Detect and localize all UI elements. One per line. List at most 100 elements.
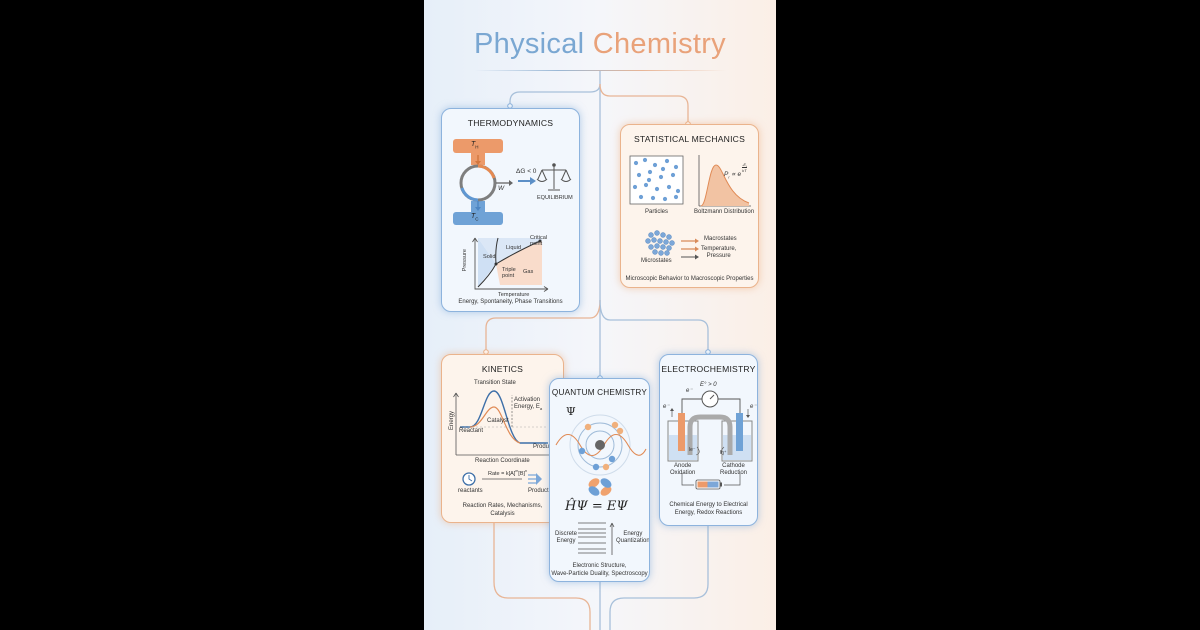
liquid-region [478,238,542,264]
gas-label: Gas [523,269,534,275]
kinetics-card: KINETICS Transition State Energy Activat… [441,354,564,523]
particle-dot [654,186,660,192]
microstate-dot [658,250,664,256]
particle-dot [632,184,638,190]
particle-dot [646,177,652,183]
hot-reservoir [453,139,503,153]
kinetics-title: KINETICS [481,364,524,374]
microstate-dot [652,249,658,255]
gibbs-label: ΔG < 0 [516,168,537,175]
electrochemistry-card: ELECTROCHEMISTRY E° > 0 e⁻ e⁻ [659,354,758,526]
pressure-axis-label: Pressure [461,249,468,272]
electron-label-left: e⁻ [663,404,670,410]
transition-state-label: Transition State [474,380,516,386]
page-title: Physical Chemistry [424,28,776,61]
electrochemistry-caption: Chemical Energy to Electrical Energy, Re… [669,502,748,516]
electron-label-top: e⁻ [686,388,693,394]
arrow-icon [695,238,699,244]
particle-dot [638,194,644,200]
triple-point-label: Triple point [502,267,516,280]
particle-dot [662,196,668,202]
quantum-chemistry-caption: Electronic Structure, Wave-Particle Dual… [551,563,648,577]
particle-dot [660,166,666,172]
kinetics-caption: Reaction Rates, Mechanisms, Catalysis [462,503,543,517]
reactants-label: reactants [458,488,483,494]
infographic-poster: Physical Chemistry THERMODYNAMICS [424,0,776,630]
product-label: Product [533,444,554,450]
balance-scale-icon [536,163,572,191]
statistical-mechanics-title: STATISTICAL MECHANICS [634,134,745,144]
critical-point-label: Critical point [530,235,548,248]
particle-dot [643,182,649,188]
particles-label: Particles [645,209,669,215]
boltzmann-label: Boltzmann Distribution [694,209,755,215]
products-label: Products [528,488,552,494]
rate-law-label: Rate = k[A]m[B]n [488,469,527,477]
microstate-dot [669,240,675,246]
anode-electrode [678,413,685,451]
statistical-mechanics-graphics [629,155,751,260]
statistical-mechanics-caption: Microscopic Behavior to Macroscopic Prop… [625,276,754,282]
salt-bridge [687,414,733,455]
microstate-dot [663,239,669,245]
temperature-axis-label: Temperature [498,292,530,298]
particles-cluster [632,157,681,202]
heat-engine-diagram [453,139,572,292]
anode-label: Anode Oxidation [670,463,696,476]
title-divider [474,70,726,71]
quantum-chemistry-title: QUANTUM CHEMISTRY [551,388,648,397]
work-label: W [498,185,505,192]
microstate-dot [657,238,663,244]
microstate-dot [660,232,666,238]
particle-dot [652,162,658,168]
reaction-coordinate-label: Reaction Coordinate [475,458,530,464]
electrochemistry-title: ELECTROCHEMISTRY [661,364,756,374]
microstate-dot [666,245,672,251]
catalyzed-path [469,406,521,444]
cold-temperature-label: TC [471,213,479,222]
macrostates-label: Macrostates [704,236,737,242]
particle-dot [673,164,679,170]
critical-point-marker [538,239,542,243]
hot-temperature-label: TH [471,141,479,150]
solid-region [478,238,496,287]
p-orbital-icon [588,486,600,496]
equilibrium-label: EQUILIBRIUM [537,195,573,201]
catalyst-label: Catalyst [487,418,509,424]
particle-dot [664,158,670,164]
microstate-dot [654,230,660,236]
thermodynamics-caption: Energy, Spontaneity, Phase Transitions [458,299,563,305]
particle-dot [673,194,679,200]
title-part-physical: Physical [474,28,585,60]
nucleus-icon [595,440,605,450]
triple-point-marker [494,262,498,266]
particle-dot [642,157,648,163]
schrodinger-equation: ĤΨ = EΨ [565,499,628,514]
microstates-label: Microstates [641,258,672,264]
solid-label: Solid [483,254,496,260]
particle-dot [666,184,672,190]
cell-potential-label: E° > 0 [700,382,717,388]
discrete-energy-label: Discrete Energy [555,531,578,544]
particle-dot [633,160,639,166]
gas-region [496,241,542,285]
products-arrow-icon [536,473,542,485]
particle-dot [670,172,676,178]
cathode-electrode [736,413,743,451]
anion-label: le⁻ [689,447,696,453]
microstate-dot [664,250,670,256]
particle-dot [636,172,642,178]
microstate-dot [666,234,672,240]
quantum-chemistry-card: QUANTUM CHEMISTRY Ψ ĤΨ = [549,378,650,582]
particle-dot [647,169,653,175]
particle-dot [650,195,656,201]
microstate-dot [648,232,654,238]
microstate-dot [660,244,666,250]
activation-energy-label: Activation Energy, Ea [514,397,543,412]
galvanic-cell-diagram [667,390,753,490]
thermodynamics-card: THERMODYNAMICS [441,108,580,312]
right-arrow-icon [530,177,536,185]
cation-label: ln⁺ [720,450,727,456]
